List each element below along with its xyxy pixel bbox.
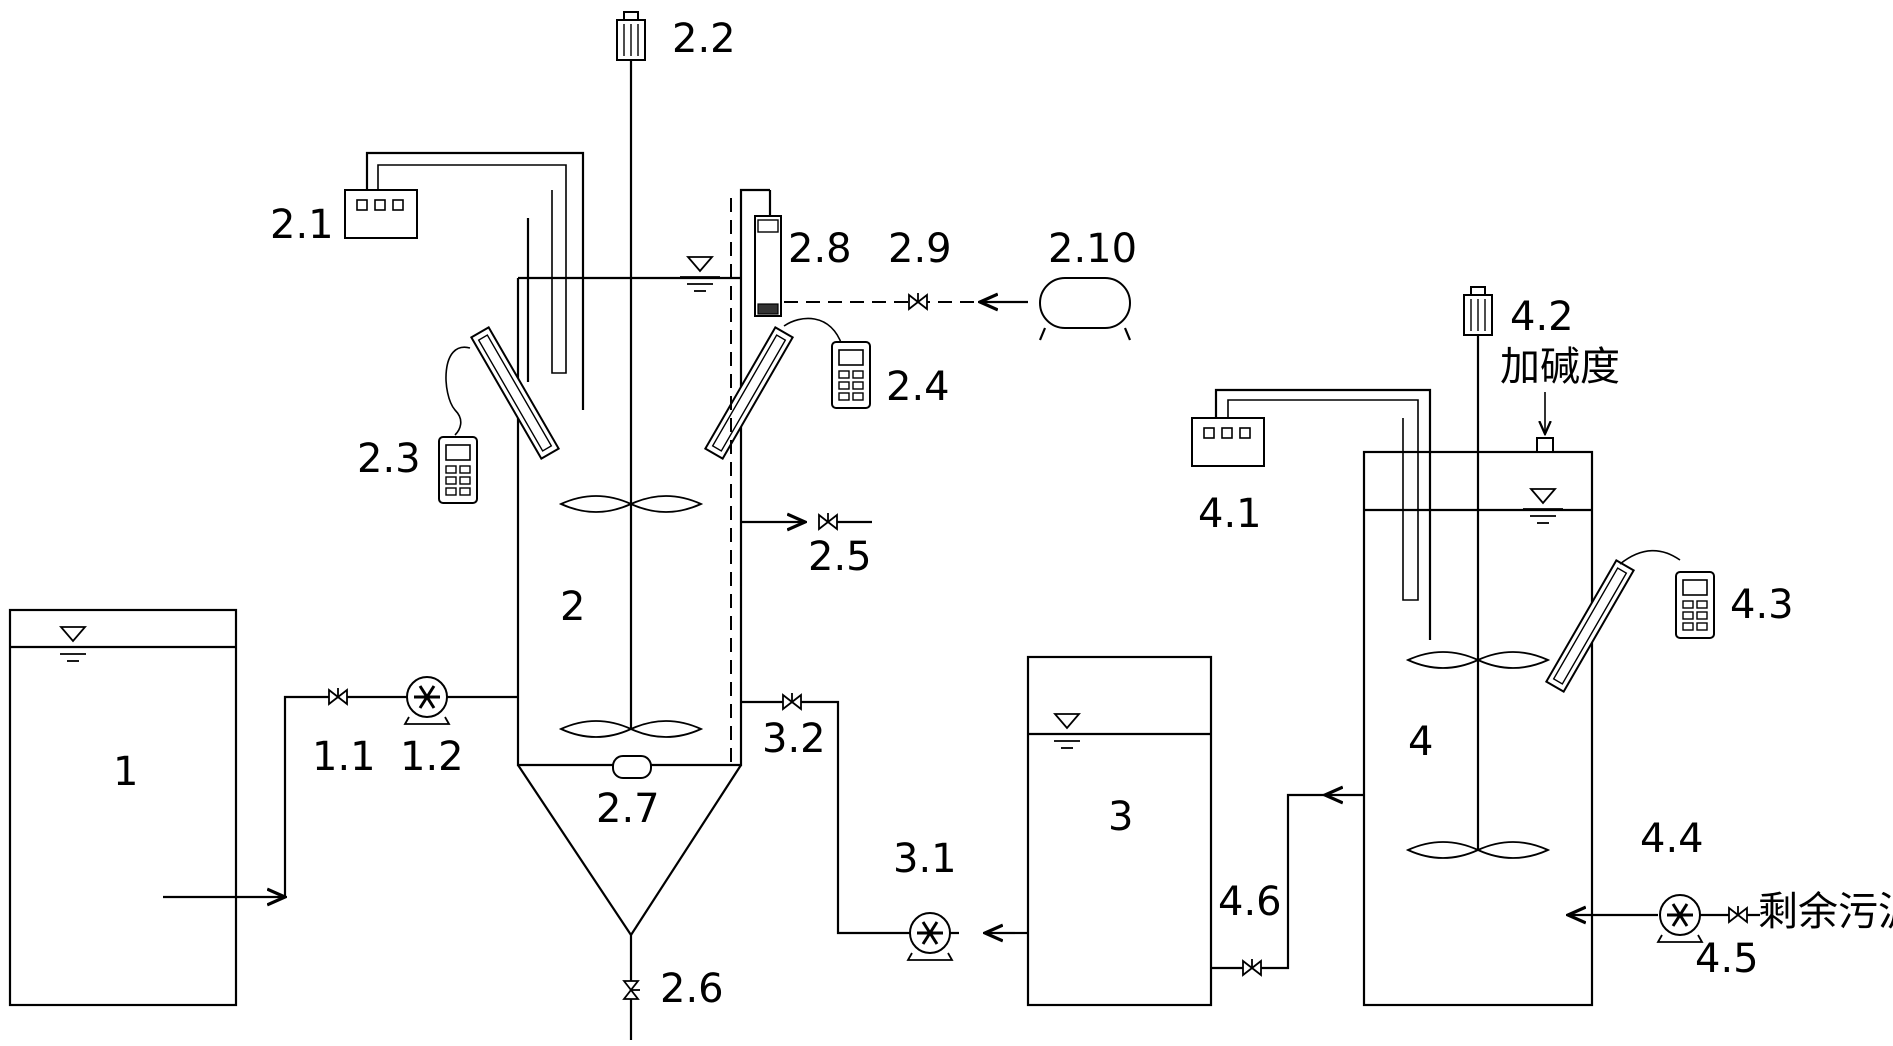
tank-1-label: 1 [113,749,138,795]
valve-4-5[interactable] [1728,905,1748,923]
label-3-2: 3.2 [762,716,826,762]
label-2-1: 2.1 [270,202,334,248]
excess-sludge-label: 剩余污泥 [1758,889,1893,935]
valve-4-6[interactable] [1242,958,1262,976]
valve-2-5[interactable] [818,512,838,530]
label-2-5: 2.5 [808,534,872,580]
label-2-2: 2.2 [672,16,736,62]
label-2-7: 2.7 [596,786,660,832]
pump-4-4[interactable] [1656,893,1704,944]
valve-2-9[interactable] [908,292,928,310]
motor-4-2[interactable] [1463,286,1493,336]
label-2-10: 2.10 [1048,226,1137,272]
controller-2-1[interactable] [344,189,418,239]
meter-2-4[interactable] [831,341,871,409]
label-2-3: 2.3 [357,436,421,482]
label-4-1: 4.1 [1198,491,1262,537]
alkalinity-label: 加碱度 [1500,344,1620,390]
label-2-9: 2.9 [888,226,952,272]
controller-2-1-cable [365,151,585,410]
probe-4-3 [1545,549,1681,693]
label-4-4: 4.4 [1640,816,1704,862]
tank-4: 4 [1362,318,1594,1007]
probe-2-4 [704,317,843,460]
gas-cylinder-2-10[interactable] [1038,277,1132,341]
controller-4-1[interactable] [1191,417,1265,467]
label-4-5: 4.5 [1695,936,1759,982]
controller-4-1-cable [1214,388,1432,640]
valve-1-1[interactable] [328,687,348,705]
diffuser-2-7 [612,755,652,779]
probe-2-3 [445,326,560,460]
label-1-2: 1.2 [400,734,464,780]
flowmeter-2-8[interactable] [754,215,782,317]
tank-3: 3 [1026,655,1213,1007]
pump-1-2[interactable] [403,675,451,726]
meter-2-3[interactable] [438,436,478,504]
label-1-1: 1.1 [312,734,376,780]
label-4-6: 4.6 [1218,879,1282,925]
label-4-3: 4.3 [1730,582,1794,628]
pump-3-1[interactable] [906,911,954,962]
reactor-2-label: 2 [560,584,585,630]
label-3-1: 3.1 [893,836,957,882]
label-4-2: 4.2 [1510,294,1574,340]
tank-4-label: 4 [1408,719,1433,765]
valve-3-2[interactable] [782,692,802,710]
valve-2-6[interactable] [623,980,641,1000]
feed-pipe [163,695,518,897]
motor-2-2[interactable] [616,11,646,61]
tank-3-label: 3 [1108,794,1133,840]
label-2-8: 2.8 [788,226,852,272]
meter-4-3[interactable] [1675,571,1715,639]
label-2-6: 2.6 [660,966,724,1012]
tank-1: 1 [8,608,238,1007]
label-2-4: 2.4 [886,364,950,410]
